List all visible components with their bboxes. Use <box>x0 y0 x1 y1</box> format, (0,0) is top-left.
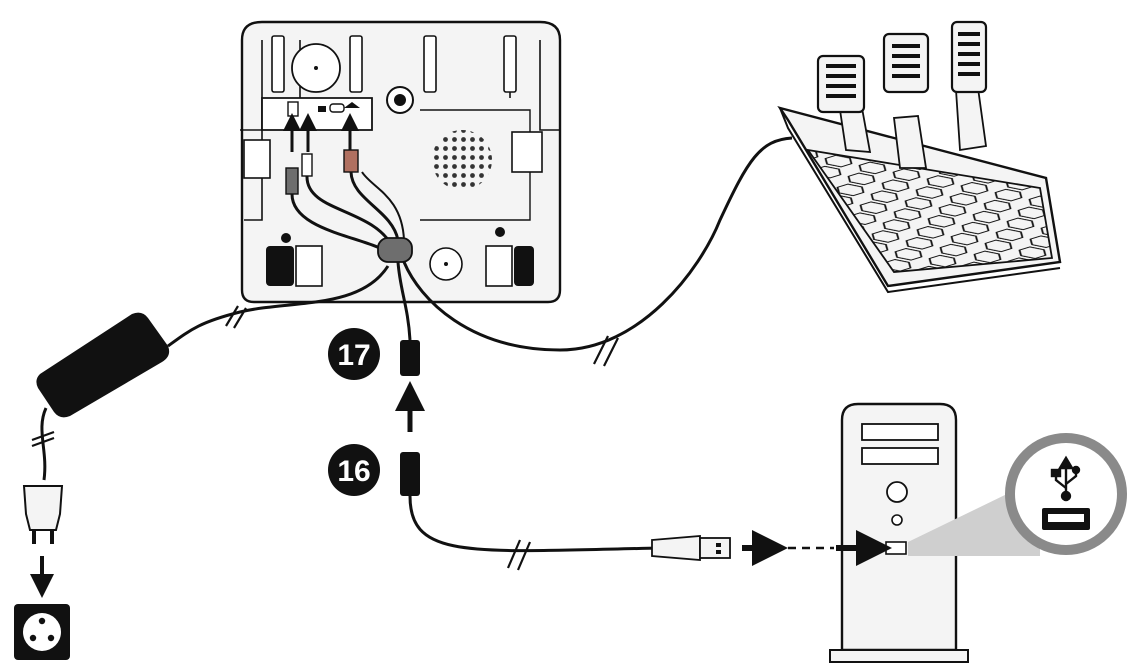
usb-cable-pc <box>408 495 661 553</box>
usb-cable-wheel <box>396 261 412 341</box>
pc-tower <box>829 402 1040 663</box>
power-outlet-icon <box>14 604 70 660</box>
pedal-cable <box>402 136 793 352</box>
wall-plug <box>22 485 64 598</box>
callout-16-label: 16 <box>337 455 370 488</box>
power-adapter <box>31 265 390 481</box>
usb-port-zoom <box>1005 433 1127 555</box>
usb-icon <box>1050 455 1081 502</box>
callout-16: 16 <box>328 444 380 496</box>
usb-connector-16 <box>400 452 420 496</box>
callout-17-label: 17 <box>337 339 370 372</box>
usb-connector-17 <box>400 340 420 376</box>
wheel-base <box>240 20 562 304</box>
usb-a-plug <box>651 535 731 561</box>
callout-17: 17 <box>328 328 380 380</box>
pedal-set <box>777 20 1062 294</box>
